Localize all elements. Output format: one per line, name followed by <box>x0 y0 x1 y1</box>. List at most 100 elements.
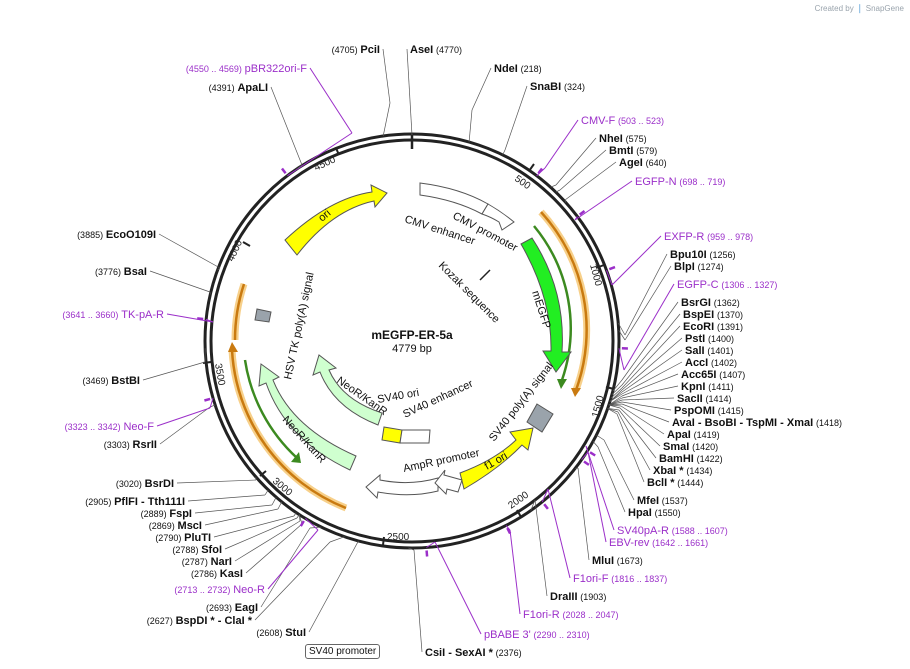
label-position: (3323 .. 3342) <box>65 422 121 432</box>
label-name: BstBI <box>111 375 140 387</box>
enzyme-label[interactable]: (4391) ApaLI <box>209 82 268 94</box>
enzyme-label[interactable]: (2889) FspI <box>141 508 192 520</box>
enzyme-label[interactable]: BsrGI (1362) <box>681 297 740 309</box>
label-name: EGFP-C <box>677 279 719 291</box>
enzyme-label[interactable]: AseI (4770) <box>410 44 462 56</box>
primer-label[interactable]: EBV-rev (1642 .. 1661) <box>609 537 708 549</box>
leader-line <box>209 397 214 409</box>
enzyme-label[interactable]: KpnI (1411) <box>681 381 734 393</box>
label-position: (1400) <box>708 334 734 344</box>
enzyme-label[interactable]: NheI (575) <box>599 133 647 145</box>
label-position: (1256) <box>709 250 735 260</box>
enzyme-label[interactable]: BspEI (1370) <box>683 309 743 321</box>
label-name: AseI <box>410 44 433 56</box>
primer-label[interactable]: F1ori-F (1816 .. 1837) <box>573 573 667 585</box>
leader-line <box>213 515 295 538</box>
enzyme-label[interactable]: (2627) BspDI * - ClaI * <box>147 615 253 627</box>
enzyme-label[interactable]: (3776) BsaI <box>95 266 147 278</box>
tick-4000 <box>242 241 251 247</box>
enzyme-label[interactable]: (2790) PluTI <box>155 532 211 544</box>
primer-label[interactable]: EXFP-R (959 .. 978) <box>664 231 753 243</box>
enzyme-label[interactable]: AccI (1402) <box>685 357 737 369</box>
enzyme-label[interactable]: (3020) BsrDI <box>116 478 174 490</box>
enzyme-label[interactable]: CsiI - SexAI * (2376) <box>425 647 522 659</box>
primer-label[interactable]: (3323 .. 3342) Neo-F <box>65 421 155 433</box>
enzyme-label[interactable]: BamHI (1422) <box>659 453 723 465</box>
tick-label-3500: 3500 <box>212 363 227 387</box>
enzyme-label[interactable]: DraIII (1903) <box>550 591 606 603</box>
label-name: KasI <box>220 568 243 580</box>
label-name: BsrGI <box>681 297 711 309</box>
primer-label[interactable]: pBABE 3' (2290 .. 2310) <box>484 629 590 641</box>
primer-label[interactable]: (3641 .. 3660) TK-pA-R <box>62 309 164 321</box>
label-position: (2905) <box>85 497 111 507</box>
site-marks <box>197 167 628 557</box>
enzyme-label[interactable]: BclI * (1444) <box>647 477 703 489</box>
enzyme-label[interactable]: (2905) PflFI - Tth111I <box>85 496 185 508</box>
enzyme-label[interactable]: (3885) EcoO109I <box>77 229 156 241</box>
primer-label[interactable]: CMV-F (503 .. 523) <box>581 115 664 127</box>
enzyme-label[interactable]: (3469) BstBI <box>82 375 140 387</box>
leader-line <box>621 385 679 399</box>
primer-label[interactable]: (4550 .. 4569) pBR322ori-F <box>186 63 307 75</box>
primer-mark <box>197 317 204 321</box>
feature-arrows <box>254 182 572 500</box>
leader-line <box>166 313 214 323</box>
enzyme-label[interactable]: AvaI - BsoBI - TspMI - XmaI (1418) <box>672 417 842 429</box>
enzyme-label[interactable]: Acc65I (1407) <box>681 369 745 381</box>
primer-label[interactable]: EGFP-C (1306 .. 1327) <box>677 279 777 291</box>
enzyme-label[interactable]: PspOMI (1415) <box>674 405 744 417</box>
enzyme-label[interactable]: (2786) KasI <box>191 568 243 580</box>
label-name: StuI <box>285 627 306 639</box>
enzyme-label[interactable]: BlpI (1274) <box>674 261 724 273</box>
enzyme-label[interactable]: ApaI (1419) <box>667 429 720 441</box>
primer-label[interactable]: F1ori-R (2028 .. 2047) <box>523 609 619 621</box>
orange-arrow-left <box>230 349 347 510</box>
leader-line <box>277 501 283 510</box>
enzyme-label[interactable]: HpaI (1550) <box>628 507 681 519</box>
enzyme-label[interactable]: SnaBI (324) <box>530 81 585 93</box>
enzyme-label[interactable]: EcoRI (1391) <box>683 321 743 333</box>
orange-arrow-tk <box>233 283 246 341</box>
label-name: KpnI <box>681 381 705 393</box>
enzyme-label[interactable]: (2693) EagI <box>206 602 258 614</box>
enzyme-label[interactable]: MfeI (1537) <box>637 495 688 507</box>
enzyme-label[interactable]: (3303) RsrII <box>104 439 157 451</box>
label-position: (1306 .. 1327) <box>721 280 777 290</box>
enzyme-label[interactable]: (4705) PciI <box>332 44 380 56</box>
label-name: XbaI * <box>653 465 684 477</box>
primer-label[interactable]: EGFP-N (698 .. 719) <box>635 176 725 188</box>
enzyme-label[interactable]: (2869) MscI <box>149 520 202 532</box>
enzyme-label[interactable]: XbaI * (1434) <box>653 465 712 477</box>
label-name: HpaI <box>628 507 652 519</box>
enzyme-label[interactable]: BmtI (579) <box>609 145 657 157</box>
brand-app: SnapGene <box>865 4 904 13</box>
enzyme-label[interactable]: (2787) NarI <box>182 556 232 568</box>
leader-line <box>618 409 657 459</box>
enzyme-label[interactable]: (2788) SfoI <box>172 544 222 556</box>
enzyme-label[interactable]: (2608) StuI <box>256 627 306 639</box>
enzyme-label[interactable]: SmaI (1420) <box>663 441 718 453</box>
leader-line <box>352 540 359 552</box>
leader-line <box>619 407 661 447</box>
enzyme-label[interactable]: NdeI (218) <box>494 63 542 75</box>
enzyme-label[interactable]: PstI (1400) <box>685 333 734 345</box>
leader-line <box>509 529 521 615</box>
enzyme-label[interactable]: MluI (1673) <box>592 555 643 567</box>
label-position: (1550) <box>655 508 681 518</box>
leader-line <box>607 408 620 411</box>
enzyme-label[interactable]: Bpu10I (1256) <box>670 249 735 261</box>
label-name: pBABE 3' <box>484 629 531 641</box>
enzyme-label[interactable]: SacII (1414) <box>677 393 731 405</box>
primer-label[interactable]: SV40pA-R (1588 .. 1607) <box>617 525 728 537</box>
primer-label[interactable]: (2713 .. 2732) Neo-R <box>174 584 265 596</box>
primer-mark <box>204 397 211 402</box>
green-arcs <box>243 225 572 459</box>
enzyme-label[interactable]: SalI (1401) <box>685 345 733 357</box>
label-name: PflFI - Tth111I <box>114 496 185 508</box>
leader-line <box>408 547 415 551</box>
leader-line <box>413 549 423 653</box>
label-name: BsrDI <box>145 478 174 490</box>
enzyme-label[interactable]: AgeI (640) <box>619 157 667 169</box>
